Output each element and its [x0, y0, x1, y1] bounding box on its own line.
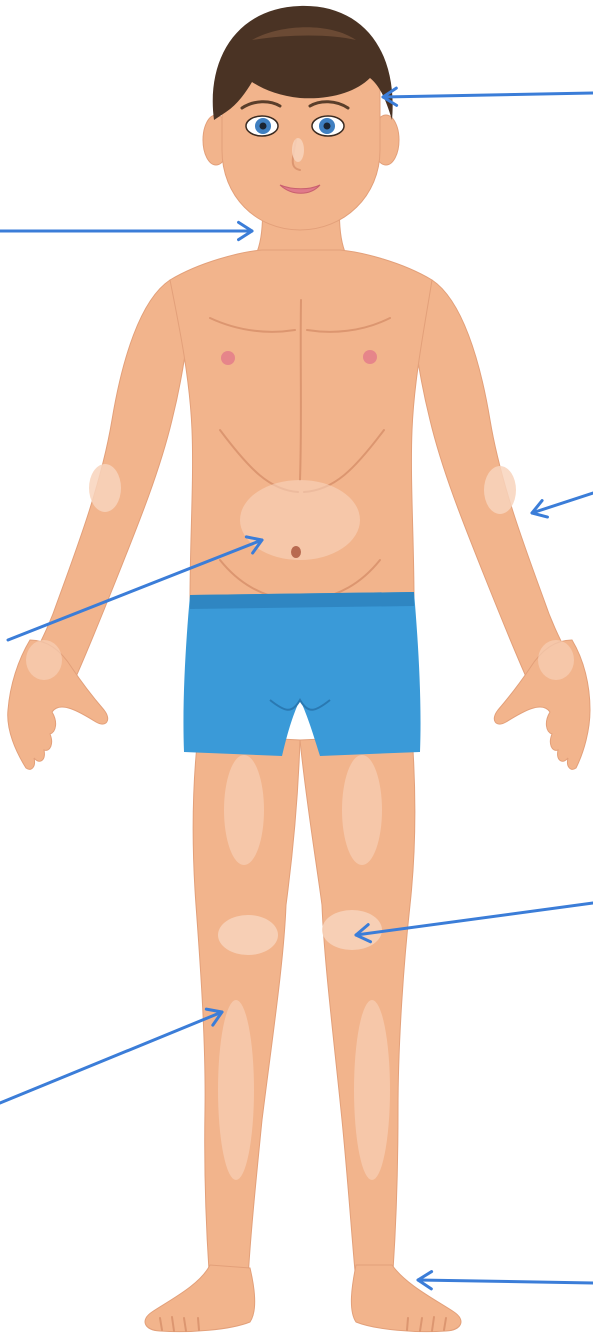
- navel: [291, 546, 301, 558]
- arrow-foot-line: [418, 1280, 593, 1283]
- sternum-line: [300, 300, 301, 480]
- arrow-left-icon: [383, 88, 593, 105]
- shorts: [183, 592, 420, 756]
- arrow-right-icon: [0, 222, 252, 239]
- torso: [170, 200, 432, 600]
- left-thigh-highlight: [224, 755, 264, 865]
- head: [203, 6, 399, 230]
- nose-highlight: [292, 138, 304, 162]
- arrow-hair-line: [383, 93, 593, 97]
- right-thigh-highlight: [342, 755, 382, 865]
- left-shin-highlight: [218, 1000, 254, 1180]
- left-knee-highlight: [218, 915, 278, 955]
- left-palm-highlight: [26, 640, 62, 680]
- right-knee-highlight: [322, 910, 382, 950]
- right-nipple: [363, 350, 377, 364]
- arrow-leg-line: [0, 1012, 222, 1103]
- legs: [145, 735, 461, 1332]
- left-nipple: [221, 351, 235, 365]
- arrow-left-icon: [418, 1272, 593, 1289]
- right-elbow-highlight: [484, 466, 516, 514]
- arrow-left-icon: [532, 493, 593, 517]
- right-palm-highlight: [538, 640, 574, 680]
- arrow-up-right-icon: [0, 1009, 222, 1103]
- left-pupil: [260, 123, 267, 130]
- right-shin-highlight: [354, 1000, 390, 1180]
- right-pupil: [324, 123, 331, 130]
- left-elbow-highlight: [89, 464, 121, 512]
- shorts-body: [183, 592, 420, 756]
